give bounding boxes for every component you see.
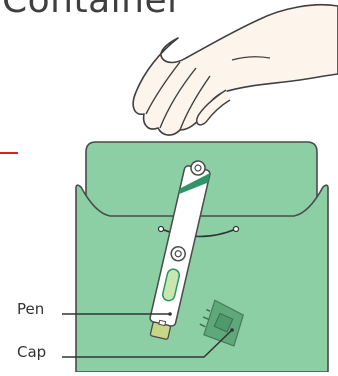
cap-callout-dot [230, 328, 234, 332]
string-knot-left [159, 227, 164, 232]
hand-icon [133, 5, 338, 135]
pen-callout-dot [168, 312, 172, 316]
pen-label: Pen [17, 300, 44, 318]
cap-label: Cap [17, 343, 46, 361]
page-title: Container [2, 0, 182, 21]
string-knot-right [234, 227, 239, 232]
